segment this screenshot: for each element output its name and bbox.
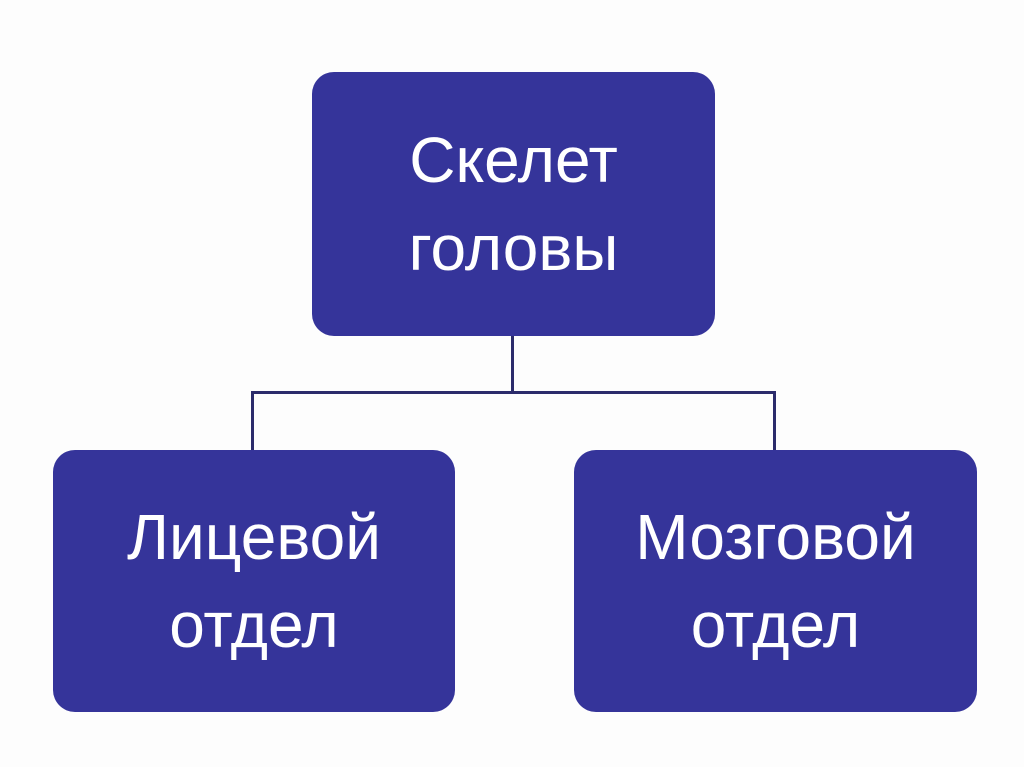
- connector-drop-right: [773, 391, 776, 453]
- node-cranial-section-line-1: Мозговой: [635, 501, 916, 573]
- node-facial-section-line-2: отдел: [169, 589, 339, 661]
- connector-drop-left: [251, 391, 254, 453]
- node-skeleton-of-head[interactable]: Скелет головы: [312, 72, 715, 336]
- node-cranial-section-line-2: отдел: [690, 589, 861, 661]
- node-cranial-section[interactable]: Мозговой отдел: [574, 450, 977, 712]
- node-skeleton-of-head-line-2: головы: [408, 212, 619, 284]
- connector-horizontal-bus: [251, 391, 776, 394]
- node-skeleton-of-head-line-1: Скелет: [409, 124, 618, 196]
- node-facial-section-line-1: Лицевой: [127, 501, 381, 573]
- node-facial-section[interactable]: Лицевой отдел: [53, 450, 455, 712]
- connector-trunk-vertical: [511, 334, 514, 394]
